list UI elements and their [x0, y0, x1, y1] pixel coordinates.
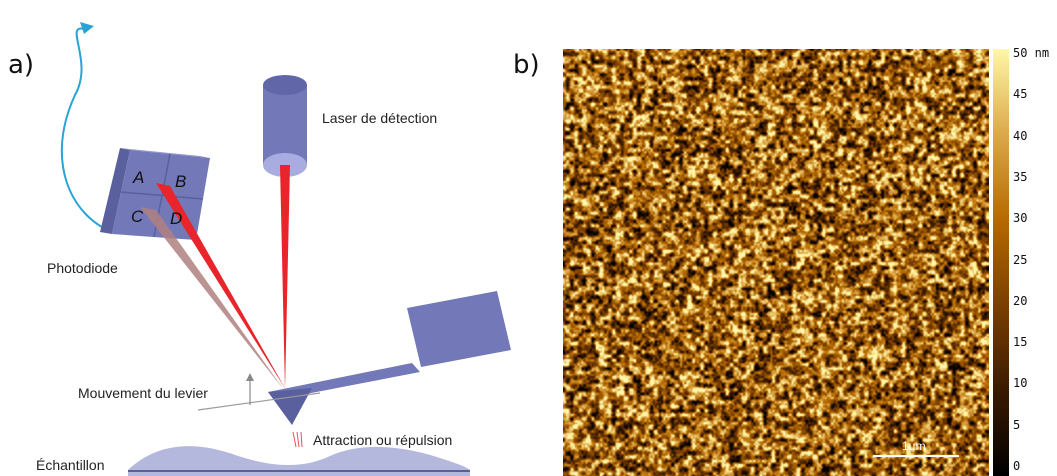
- afm-schematic: [60, 22, 511, 476]
- colorbar-tick-label: 40: [1013, 128, 1028, 143]
- colorbar-tick-label: 0: [1013, 459, 1021, 473]
- interaction-label: Attraction ou répulsion: [313, 432, 453, 448]
- reflected-beam-shadow: [140, 207, 284, 390]
- lever-motion-label: Mouvement du levier: [78, 385, 208, 401]
- laser-label: Laser de détection: [322, 110, 438, 126]
- colorbar-tick-label: 5: [1013, 417, 1021, 432]
- lever-reference-line: [197, 392, 321, 411]
- colorbar-tick-label: 25: [1013, 252, 1028, 267]
- colorbar-tick-label: 50 nm: [1013, 46, 1050, 60]
- afm-topography-image: [563, 49, 989, 476]
- reflected-beam: [156, 183, 286, 390]
- photodiode-side: [100, 148, 130, 234]
- laser-source: [263, 85, 307, 165]
- cantilever-tip: [268, 388, 312, 425]
- laser-beam-down: [280, 165, 290, 390]
- colorbar-tick-label: 15: [1013, 335, 1028, 350]
- cantilever-chip: [407, 291, 511, 367]
- sample-label: Échantillon: [36, 457, 105, 473]
- quadrant-a-label: A: [133, 168, 145, 187]
- quadrant-b-label: B: [175, 172, 187, 191]
- colorbar-tick-label: 45: [1013, 87, 1028, 102]
- quadrant-c-label: C: [131, 207, 144, 226]
- colorbar: [993, 49, 1009, 476]
- colorbar-tick-label: 30: [1013, 211, 1028, 226]
- colorbar-tick-label: 35: [1013, 169, 1028, 184]
- scale-bar: [873, 455, 959, 457]
- scale-bar-label: 1µm: [902, 439, 926, 453]
- panel-b-label: b): [513, 50, 540, 80]
- signal-arrowhead-icon: [80, 22, 94, 34]
- colorbar-tick-label: 10: [1013, 376, 1028, 391]
- panel-a-label: a): [8, 50, 35, 80]
- photodiode-label: Photodiode: [47, 260, 118, 276]
- signal-arrow: [60, 27, 113, 233]
- interaction-force-icon: [292, 431, 303, 448]
- colorbar-tick-label: 20: [1013, 293, 1028, 308]
- quadrant-d-label: D: [170, 209, 183, 228]
- photodiode-top: [120, 148, 210, 158]
- sample-surface: [128, 446, 470, 476]
